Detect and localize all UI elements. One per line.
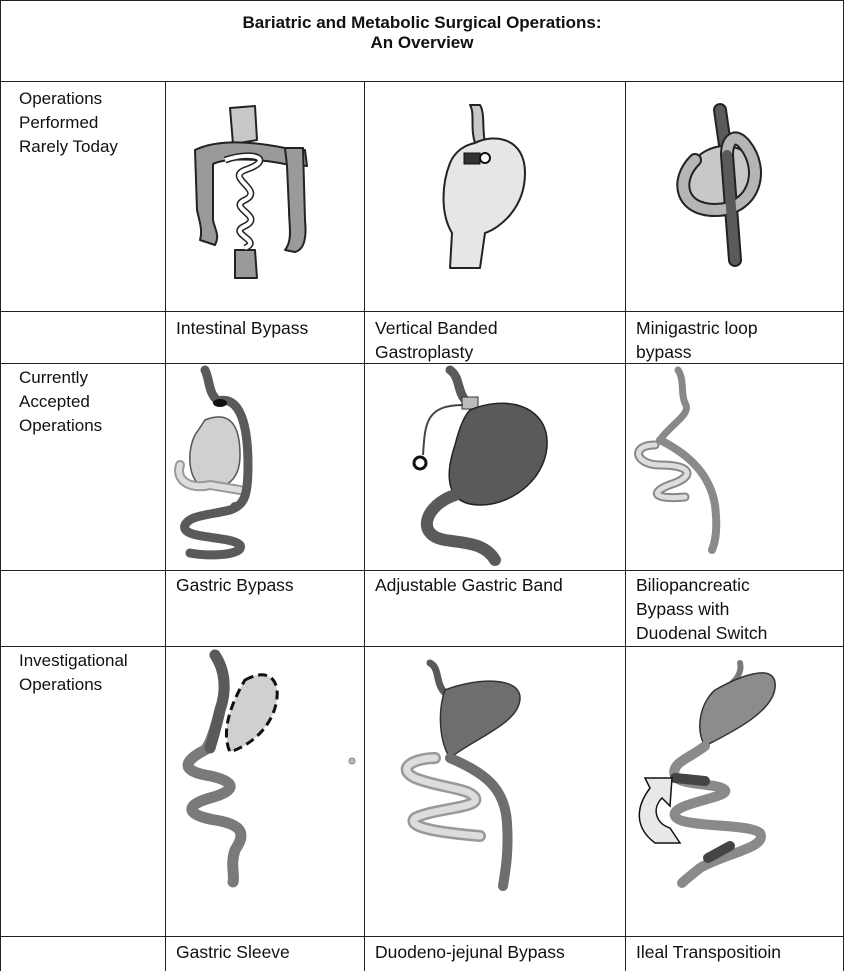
table-title: Bariatric and Metabolic Surgical Operati… — [0, 13, 844, 53]
title-line-2: An Overview — [0, 33, 844, 53]
procedure-label: Duodeno-jejunal Bypass — [375, 940, 565, 964]
column-divider — [625, 81, 626, 971]
category-investigational: Investigational Operations — [19, 649, 128, 697]
dot-marker — [347, 756, 357, 766]
procedure-label: Gastric Sleeve — [176, 940, 290, 964]
procedure-label: Intestinal Bypass — [176, 316, 308, 340]
procedure-label: Minigastric loop bypass — [636, 316, 758, 364]
procedure-label: Biliopancreatic Bypass with Duodenal Swi… — [636, 573, 767, 645]
title-line-1: Bariatric and Metabolic Surgical Operati… — [0, 13, 844, 33]
row-divider — [0, 311, 844, 312]
border-top — [0, 0, 844, 1]
row-divider — [0, 570, 844, 571]
category-currently-accepted: Currently Accepted Operations — [19, 366, 102, 438]
column-divider — [364, 81, 365, 971]
minigastric-loop-bypass-illustration — [665, 100, 785, 265]
border-left — [0, 0, 1, 971]
procedure-label: Ileal Transpositioin — [636, 940, 781, 964]
procedure-label: Gastric Bypass — [176, 573, 294, 597]
row-divider — [0, 646, 844, 647]
row-divider — [0, 936, 844, 937]
vertical-banded-gastroplasty-illustration — [430, 103, 540, 273]
intestinal-bypass-illustration — [185, 100, 350, 280]
gastric-bypass-illustration — [170, 365, 280, 565]
column-divider — [165, 81, 166, 971]
procedure-label: Adjustable Gastric Band — [375, 573, 563, 597]
adjustable-gastric-band-illustration — [405, 365, 575, 565]
title-divider — [0, 81, 844, 82]
gastric-sleeve-illustration — [175, 650, 290, 890]
ileal-transposition-illustration — [630, 658, 780, 888]
category-rarely-performed: Operations Performed Rarely Today — [19, 87, 118, 159]
biliopancreatic-bypass-illustration — [630, 365, 740, 560]
procedure-label: Vertical Banded Gastroplasty — [375, 316, 498, 364]
duodeno-jejunal-bypass-illustration — [395, 658, 555, 893]
